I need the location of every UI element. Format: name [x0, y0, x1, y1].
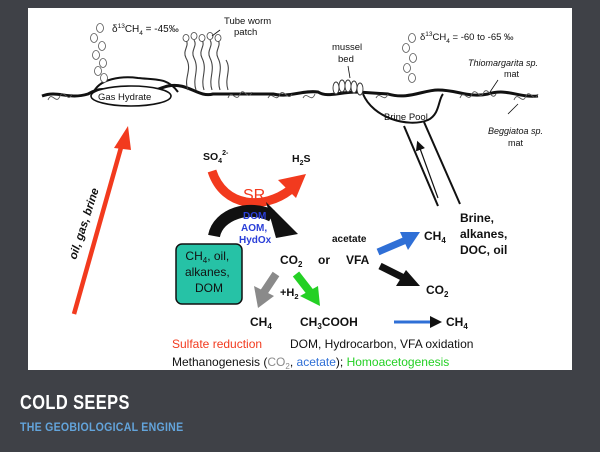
beggiatoa-pointer	[507, 103, 519, 115]
slide-title: COLD SEEPS	[20, 392, 130, 414]
oil-gas-brine-label: oil, gas, brine	[67, 186, 102, 261]
legend-oxidation: DOM, Hydrocarbon, VFA oxidation	[290, 337, 473, 351]
tube-worm-pointer	[211, 29, 221, 37]
oxidation-arrow	[208, 204, 275, 238]
co2-methanogenesis-arrow	[260, 271, 280, 295]
methane-bubbles-right	[402, 33, 417, 83]
microbial-mats	[47, 90, 539, 101]
cold-seep-diagram: Gas Hydrate δ13CH4 = -45‰ Tube worm patc…	[41, 16, 546, 370]
tube-worms	[184, 39, 229, 91]
sulfate-label: SO42-	[203, 150, 229, 165]
oxidation-arrow-head	[266, 202, 298, 238]
ch4-bottom-right: CH4	[446, 315, 468, 331]
oxidation-mechanisms: DOM AOM, HydOx	[239, 211, 272, 246]
thiomargarita-label: Thiomargarita sp. mat	[468, 58, 541, 79]
tube-worm-label: Tube worm patch	[224, 16, 274, 38]
beggiatoa-label: Beggiatoa sp. mat	[488, 126, 546, 148]
methane-bubbles-left	[90, 23, 108, 83]
sulfate-reduction-arrow-head	[278, 174, 306, 198]
acetoclastic-arrow-head	[430, 316, 442, 328]
legend-sulfate-reduction: Sulfate reduction	[172, 337, 262, 351]
mussel-bed-pointer	[347, 65, 351, 79]
ch4-bottom-left: CH4	[250, 315, 272, 331]
brine-pool	[362, 93, 444, 124]
brine-products-list: Brine, alkanes, DOC, oil	[460, 211, 511, 257]
mussel-bed	[332, 79, 364, 96]
plus-h2-label: +H2	[280, 287, 299, 301]
isotope-label-left: δ13CH4 = -45‰	[112, 23, 179, 37]
isotope-label-right: δ13CH4 = -60 to -65 ‰	[420, 31, 514, 45]
vfa-oxidation-arrow	[378, 262, 406, 282]
brine-conduit	[403, 125, 439, 207]
vfa-label: VFA	[346, 253, 370, 267]
gas-hydrate-mound	[92, 76, 179, 95]
hydrocarbon-source-box	[175, 243, 243, 305]
gas-hydrate-body	[90, 85, 172, 107]
homoacetogenesis-arrow	[292, 271, 314, 295]
legend-methanogenesis: Methanogenesis (CO2, acetate); Homoaceto…	[172, 355, 449, 370]
co2-center: CO2	[280, 253, 303, 269]
co2-methanogenesis-arrow-head	[254, 286, 274, 308]
hydrocarbon-source-text: CH4, oil, alkanes, DOM	[185, 249, 233, 295]
vfa-oxidation-arrow-head	[396, 270, 420, 286]
sulfate-reduction-arrow	[207, 169, 293, 207]
sr-label: SR	[243, 187, 265, 204]
or-label: or	[318, 253, 330, 267]
slide-panel: Gas Hydrate δ13CH4 = -45‰ Tube worm patc…	[28, 8, 572, 370]
thiomargarita-pointer	[489, 79, 499, 93]
acetate-methanogenesis-arrow	[376, 236, 408, 256]
oil-gas-brine-arrow-head	[114, 126, 131, 150]
co2-right: CO2	[426, 283, 449, 299]
slide-subtitle: THE GEOBIOLOGICAL ENGINE	[20, 420, 184, 434]
mussel-bed-label: mussel bed	[332, 42, 365, 65]
acetic-acid: CH3COOH	[300, 315, 358, 331]
acetate-methanogenesis-arrow-head	[400, 232, 420, 250]
h2s-label: H2S	[292, 153, 311, 167]
gas-hydrate-label: Gas Hydrate	[98, 92, 151, 103]
homoacetogenesis-arrow-head	[300, 286, 320, 306]
ch4-upper: CH4	[424, 229, 446, 245]
acetate-label: acetate	[332, 234, 367, 245]
oil-gas-brine-arrow-shaft	[71, 143, 125, 315]
brine-conduit-wall	[423, 121, 461, 205]
tube-worm-plumes	[182, 32, 222, 42]
brine-pool-label: Brine Pool	[384, 112, 428, 123]
brine-conduit-arrow	[415, 140, 439, 199]
